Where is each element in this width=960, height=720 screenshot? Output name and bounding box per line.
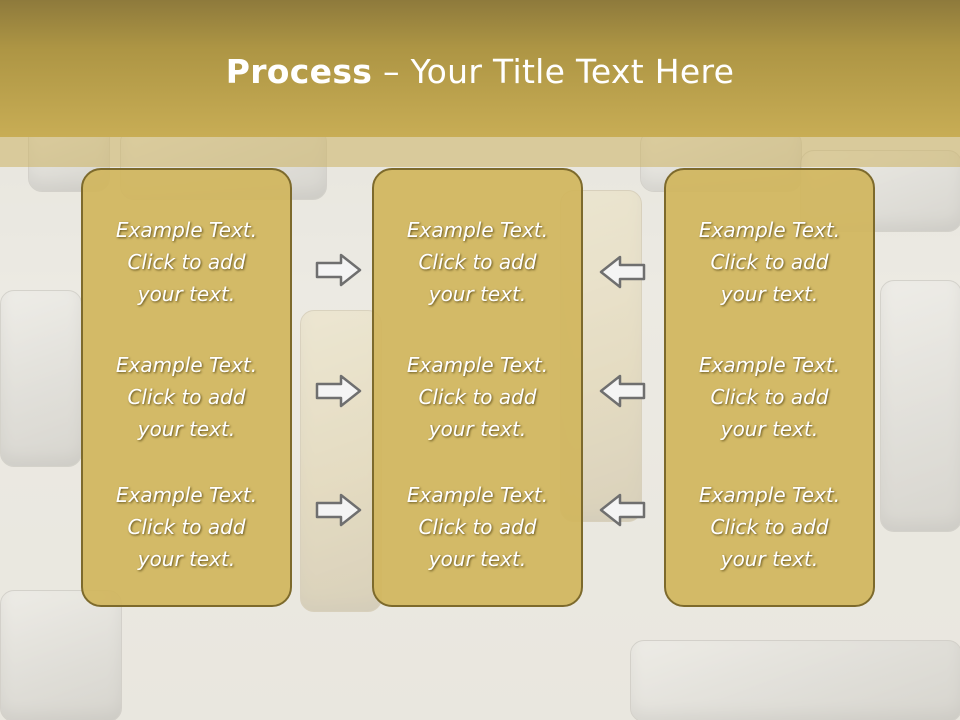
process-column-2[interactable]: Example Text. Click to add your text. Ex… bbox=[372, 168, 583, 607]
title-bold: Process bbox=[225, 52, 373, 91]
text-line: Example Text. bbox=[406, 353, 549, 377]
title-rest: – Your Title Text Here bbox=[372, 52, 735, 91]
text-line: your text. bbox=[137, 417, 236, 441]
text-line: your text. bbox=[720, 547, 819, 571]
background-key bbox=[0, 290, 82, 467]
text-line: your text. bbox=[137, 547, 236, 571]
text-block[interactable]: Example Text. Click to add your text. bbox=[666, 479, 873, 575]
text-line: Click to add bbox=[418, 250, 537, 274]
text-block[interactable]: Example Text. Click to add your text. bbox=[374, 479, 581, 575]
text-block[interactable]: Example Text. Click to add your text. bbox=[666, 214, 873, 310]
text-line: Click to add bbox=[127, 385, 246, 409]
left-arrow-icon bbox=[599, 493, 646, 527]
text-line: your text. bbox=[720, 282, 819, 306]
text-line: Click to add bbox=[710, 250, 829, 274]
right-arrow-icon bbox=[315, 493, 362, 527]
title-band bbox=[0, 0, 960, 137]
text-line: your text. bbox=[428, 282, 527, 306]
text-line: Click to add bbox=[127, 250, 246, 274]
text-block[interactable]: Example Text. Click to add your text. bbox=[666, 349, 873, 445]
text-line: Example Text. bbox=[406, 483, 549, 507]
text-line: Example Text. bbox=[115, 483, 258, 507]
background-key bbox=[630, 640, 960, 720]
text-block[interactable]: Example Text. Click to add your text. bbox=[83, 479, 290, 575]
text-block[interactable]: Example Text. Click to add your text. bbox=[374, 214, 581, 310]
text-block[interactable]: Example Text. Click to add your text. bbox=[83, 349, 290, 445]
right-arrow-icon bbox=[315, 374, 362, 408]
right-arrow-icon bbox=[315, 253, 362, 287]
background-key bbox=[880, 280, 960, 532]
text-line: your text. bbox=[137, 282, 236, 306]
text-line: Click to add bbox=[418, 385, 537, 409]
process-column-3[interactable]: Example Text. Click to add your text. Ex… bbox=[664, 168, 875, 607]
text-line: Example Text. bbox=[698, 483, 841, 507]
text-line: Example Text. bbox=[406, 218, 549, 242]
text-line: Click to add bbox=[127, 515, 246, 539]
title-strip bbox=[0, 137, 960, 167]
slide-title[interactable]: Process – Your Title Text Here bbox=[0, 52, 960, 91]
text-line: Example Text. bbox=[115, 218, 258, 242]
text-line: Example Text. bbox=[115, 353, 258, 377]
text-line: your text. bbox=[428, 417, 527, 441]
text-line: your text. bbox=[428, 547, 527, 571]
background-key bbox=[0, 590, 122, 720]
text-line: Click to add bbox=[710, 385, 829, 409]
left-arrow-icon bbox=[599, 255, 646, 289]
text-line: Click to add bbox=[710, 515, 829, 539]
text-line: Example Text. bbox=[698, 218, 841, 242]
text-block[interactable]: Example Text. Click to add your text. bbox=[83, 214, 290, 310]
text-line: Click to add bbox=[418, 515, 537, 539]
text-line: your text. bbox=[720, 417, 819, 441]
text-line: Example Text. bbox=[698, 353, 841, 377]
left-arrow-icon bbox=[599, 374, 646, 408]
text-block[interactable]: Example Text. Click to add your text. bbox=[374, 349, 581, 445]
process-column-1[interactable]: Example Text. Click to add your text. Ex… bbox=[81, 168, 292, 607]
